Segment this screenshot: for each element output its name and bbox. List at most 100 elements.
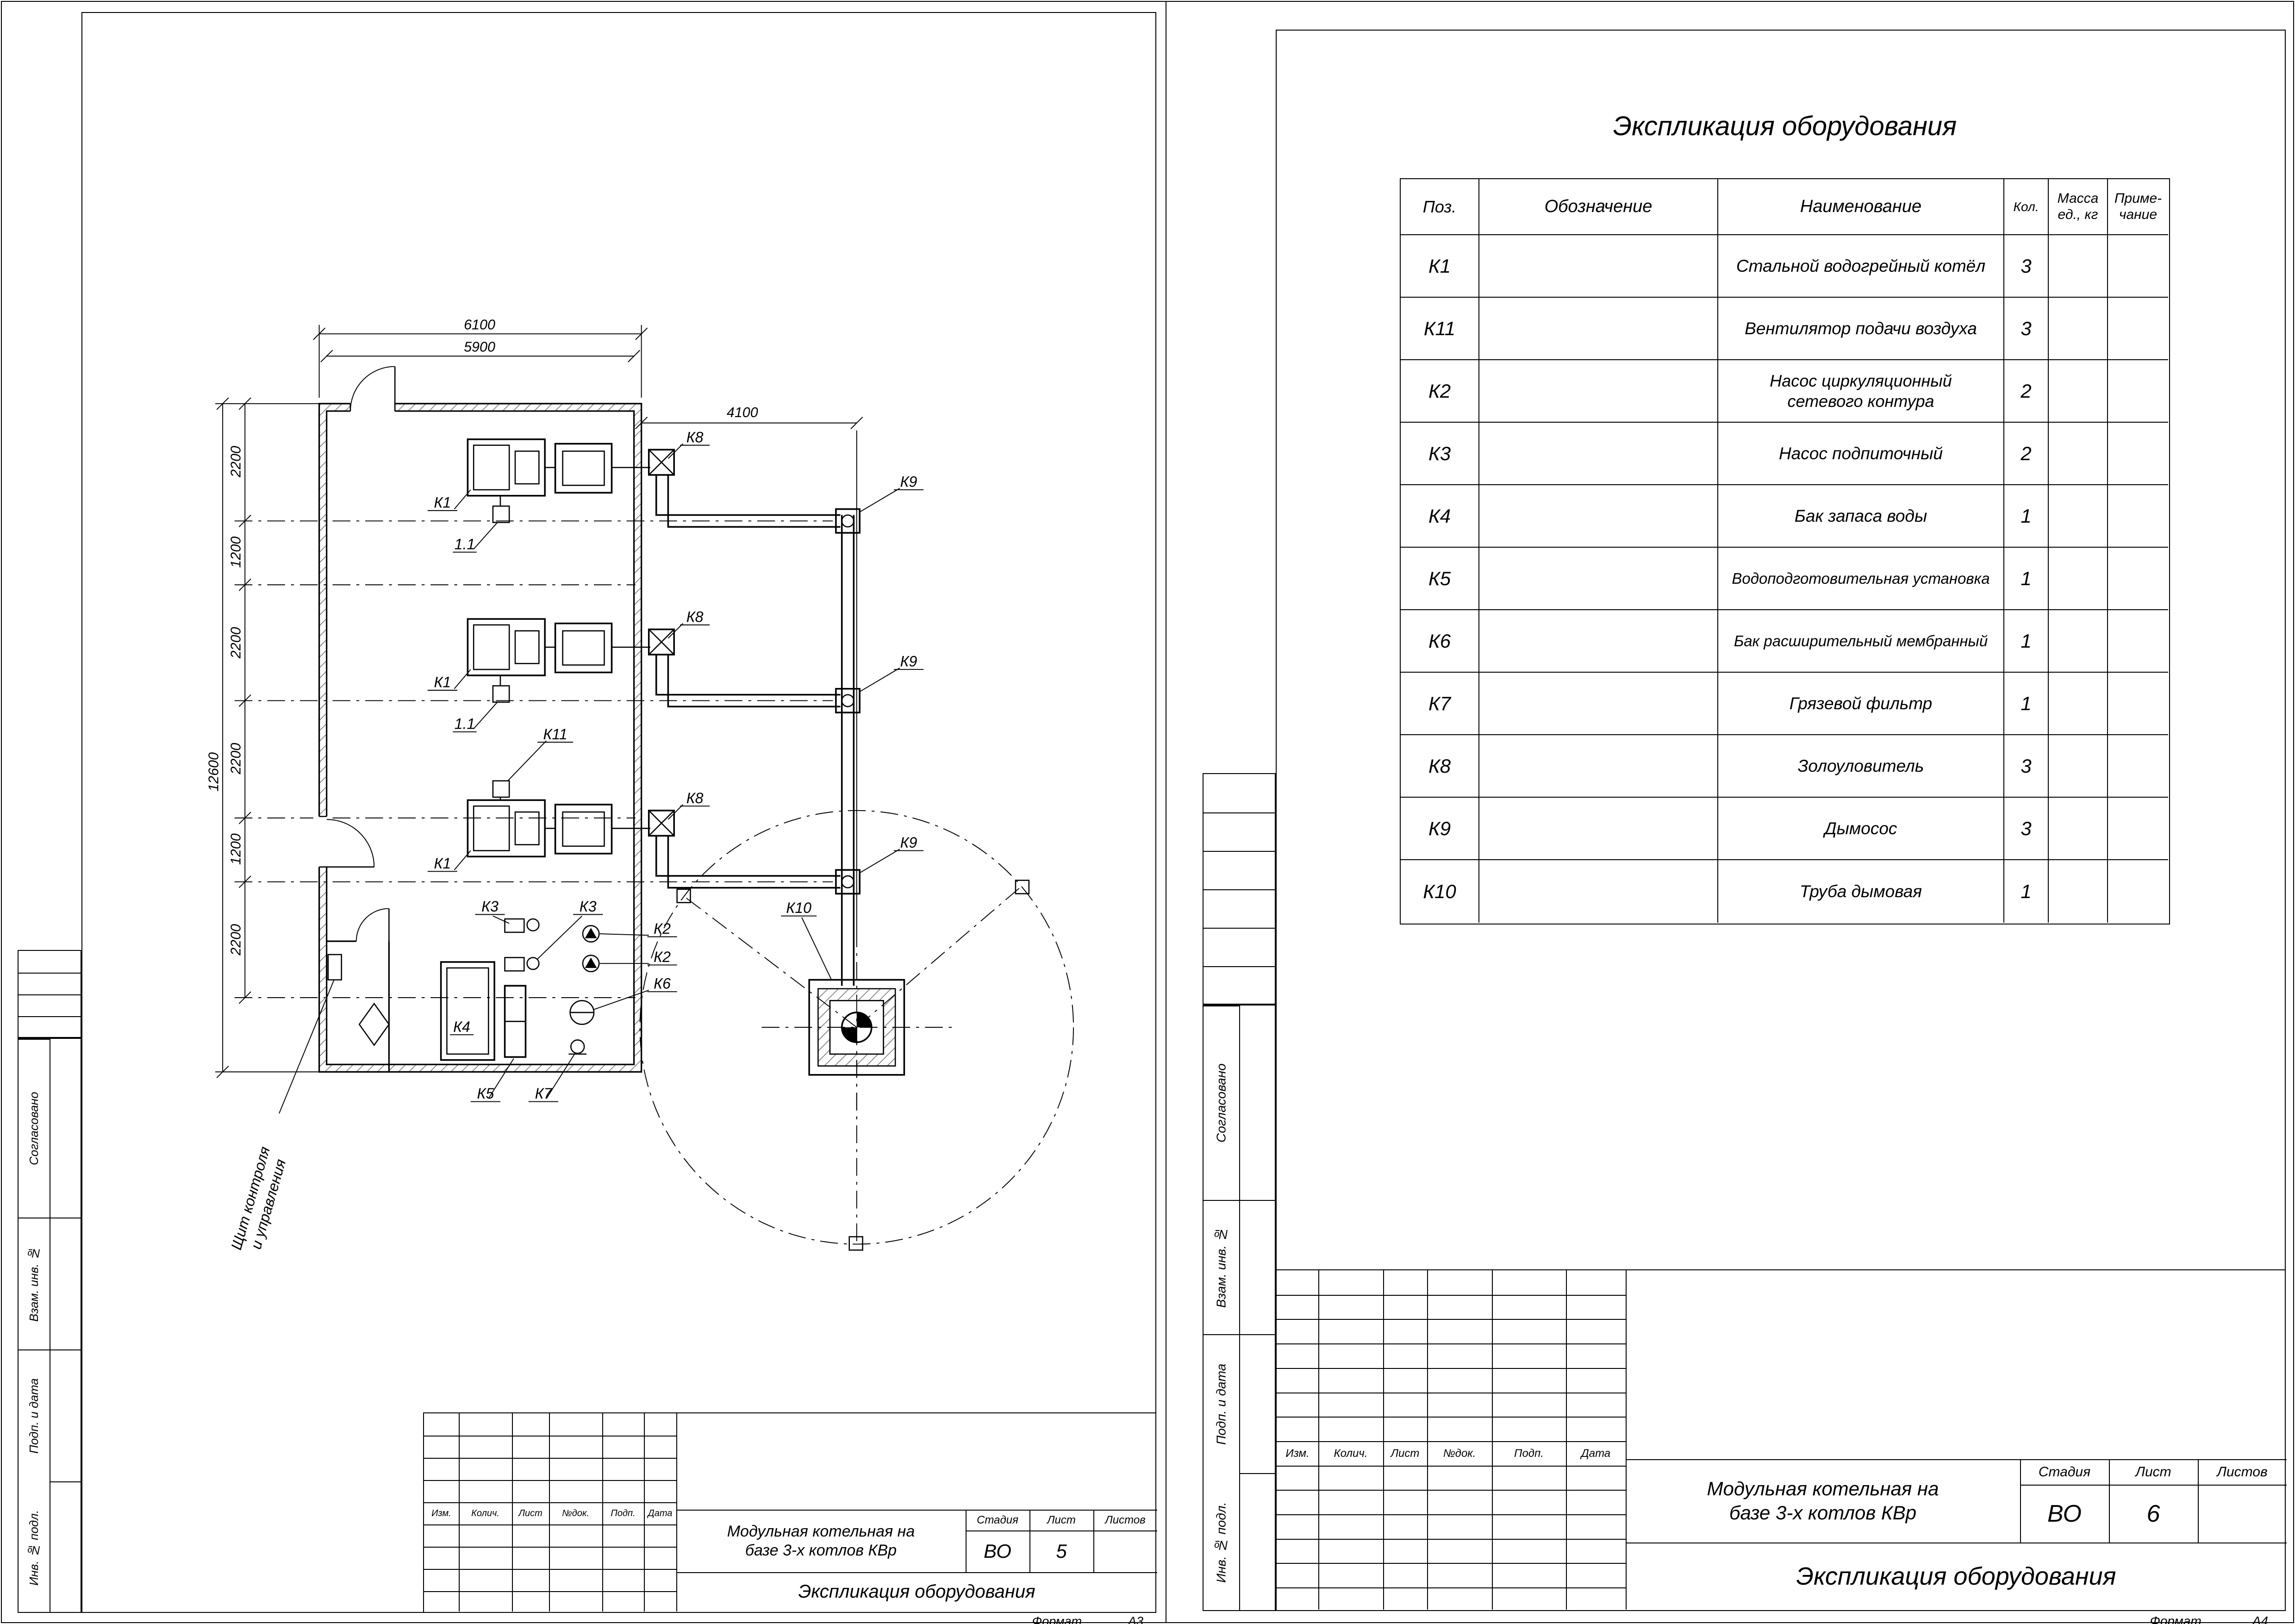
row-note: [2108, 673, 2168, 735]
label-section-2: 1.1: [455, 715, 475, 732]
row-pos: К3: [1401, 423, 1479, 485]
row-name: Грязевой фильтр: [1718, 673, 2004, 735]
row-qty: 3: [2004, 298, 2049, 360]
flue-main-duct: [841, 515, 855, 986]
format-note-right: Формат А4: [2018, 1614, 2268, 1624]
row-designation: [1479, 860, 1718, 923]
rev-col-list: Лист: [1391, 1447, 1420, 1460]
row-name: Бак расширительный мембранный: [1718, 610, 2004, 673]
row-pos: К8: [1401, 735, 1479, 798]
label-k2-a: К2: [654, 920, 671, 937]
col-header-designation: Обозначение: [1479, 179, 1718, 235]
right-title-block: Изм. Колич. Лист №док. Подп. Дата Модуль…: [1276, 1269, 2287, 1611]
row-note: [2108, 610, 2168, 673]
row-note: [2108, 360, 2168, 423]
row-pos: К2: [1401, 360, 1479, 423]
sheet-number: 5: [1056, 1540, 1067, 1562]
side-label-inv-podl: Инв. № подл.: [27, 1510, 41, 1586]
row-name: Дымосос: [1718, 798, 2004, 860]
row-mass: [2049, 610, 2108, 673]
row-designation: [1479, 485, 1718, 548]
dimension-lines: [215, 325, 863, 1078]
spec-table-title: Экспликация оборудования: [1613, 111, 1957, 141]
label-k6: К6: [654, 975, 671, 992]
interior-partition: [326, 908, 390, 1072]
label-k4: К4: [453, 1018, 470, 1035]
water-treatment-k5: [504, 985, 527, 1058]
sheets-label: Листов: [1105, 1513, 1146, 1526]
row-mass: [2049, 548, 2108, 610]
dim-12600: 12600: [208, 752, 221, 792]
row-designation: [1479, 235, 1718, 298]
axis-lines: [234, 520, 833, 998]
label-k1-1: К1: [434, 494, 451, 511]
sheets-label: Листов: [2217, 1464, 2268, 1480]
sheet-number: 6: [2146, 1500, 2160, 1527]
side-label-vzam-inv: Взам. инв. №: [19, 1218, 50, 1349]
dim-seg-1: 2200: [228, 446, 244, 478]
right-side-stack: [1203, 773, 1276, 1005]
row-name: Вентилятор подачи воздуха: [1718, 298, 2004, 360]
dim-seg-6: 2200: [228, 924, 244, 956]
format-label: Формат: [2150, 1614, 2201, 1624]
row-pos: К11: [1401, 298, 1479, 360]
col-header-qty: Кол.: [2004, 179, 2049, 235]
makeup-pump-k3-b: [504, 957, 540, 972]
stage-value: ВО: [984, 1540, 1011, 1562]
row-mass: [2049, 298, 2108, 360]
boiler-unit-1: [467, 438, 861, 534]
left-side-stack: [18, 950, 81, 1038]
label-k8-2: К8: [686, 608, 704, 625]
makeup-pump-k3-a: [504, 918, 540, 933]
row-qty: 1: [2004, 673, 2049, 735]
row-note: [2108, 798, 2168, 860]
boiler-unit-3: [467, 780, 861, 895]
rev-col-ndok: №док.: [1443, 1447, 1476, 1460]
row-designation: [1479, 298, 1718, 360]
doc-title: Экспликация оборудования: [798, 1581, 1035, 1602]
project-title: Модульная котельная на базе 3-х котлов К…: [1707, 1477, 1939, 1524]
row-name: Водоподготовительная установка: [1718, 548, 2004, 610]
dirt-filter-k7: [568, 1039, 586, 1055]
side-label-vzam-inv: Взам. инв. №: [1204, 1200, 1239, 1334]
rev-col-kolich: Колич.: [1334, 1447, 1368, 1460]
rev-col-izm: Изм.: [431, 1508, 451, 1518]
spec-table: Поз. Обозначение Наименование Кол. Масса…: [1400, 178, 2170, 924]
sheet-label: Лист: [1047, 1513, 1076, 1526]
rev-col-podp: Подп.: [1514, 1447, 1544, 1460]
label-k1-2: К1: [434, 674, 451, 691]
flow-diamond: [358, 1002, 390, 1046]
dim-5900: 5900: [464, 339, 495, 355]
row-note: [2108, 235, 2168, 298]
row-designation: [1479, 548, 1718, 610]
dim-seg-5: 1200: [228, 833, 244, 865]
row-name: Бак запаса воды: [1718, 485, 2004, 548]
left-title-block: Изм. Колич. Лист №док. Подп. Дата Модуль…: [423, 1412, 1157, 1613]
row-qty: 3: [2004, 235, 2049, 298]
row-qty: 3: [2004, 735, 2049, 798]
label-k1-3: К1: [434, 855, 451, 872]
format-note-left: Формат А3: [944, 1614, 1143, 1624]
row-designation: [1479, 360, 1718, 423]
stage-label: Стадия: [977, 1513, 1018, 1526]
network-pump-k2-a: [582, 925, 600, 943]
row-note: [2108, 485, 2168, 548]
row-name: Стальной водогрейный котёл: [1718, 235, 2004, 298]
label-k7: К7: [535, 1085, 553, 1102]
format-label: Формат: [1032, 1614, 1082, 1624]
water-tank-k4: [440, 961, 495, 1061]
row-mass: [2049, 485, 2108, 548]
row-note: [2108, 298, 2168, 360]
rev-col-data: Дата: [1581, 1447, 1611, 1460]
row-name: Труба дымовая: [1718, 860, 2004, 923]
label-k3-a: К3: [481, 898, 499, 915]
dim-seg-2: 1200: [228, 537, 244, 568]
row-qty: 1: [2004, 548, 2049, 610]
row-pos: К9: [1401, 798, 1479, 860]
row-pos: К5: [1401, 548, 1479, 610]
format-value: А4: [2252, 1614, 2268, 1624]
label-k9-1: К9: [900, 474, 917, 490]
right-side-column: Согласовано Взам. инв. № Подп. и дата Ин…: [1203, 1005, 1277, 1611]
